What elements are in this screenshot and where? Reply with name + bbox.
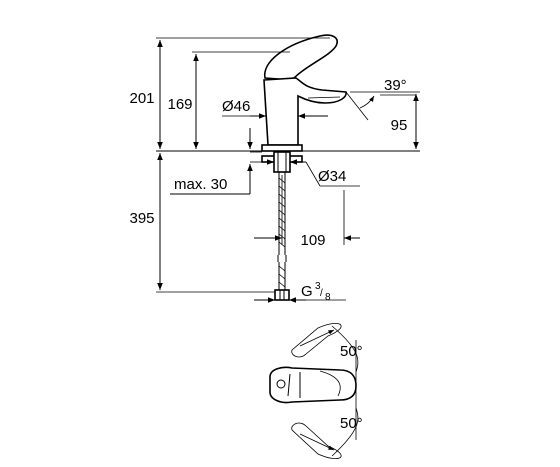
faucet-body [263,77,347,146]
dim-max-thickness: max. 30 [174,176,227,193]
lever-outline [264,34,338,81]
dim-95: 95 [391,117,408,134]
dim-109: 109 [300,232,325,249]
svg-text:G: G [301,283,313,300]
dim-395: 395 [129,210,154,227]
dim-body-diameter: Ø46 [222,98,250,115]
dim-lever-angle: 39° [384,77,407,94]
svg-text:/: / [320,288,323,299]
faucet-top-view [269,323,359,459]
dim-rotation-down: 50° [340,415,363,432]
dim-thread: G 3 / 8 [301,281,331,303]
svg-text:3: 3 [315,281,321,292]
base-flange [261,144,303,152]
faucet-side-view [261,34,347,152]
dim-hole-diameter: Ø34 [318,168,346,185]
svg-text:8: 8 [325,292,331,303]
dim-201: 201 [129,90,154,107]
dim-169: 169 [167,96,192,113]
dim-rotation-up: 50° [340,343,363,360]
